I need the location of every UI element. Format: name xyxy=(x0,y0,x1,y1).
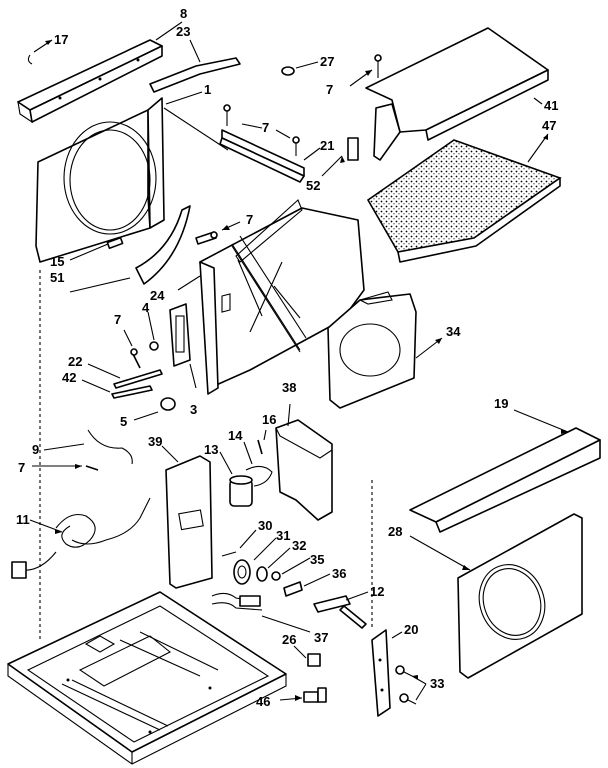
part-33-screws xyxy=(395,665,427,705)
part-36-clip xyxy=(283,573,331,597)
label-17: 17 xyxy=(54,32,68,47)
part-3-control-bracket xyxy=(169,303,197,389)
label-8: 8 xyxy=(180,6,187,21)
part-24-main-housing xyxy=(177,199,365,395)
label-23: 23 xyxy=(176,24,190,39)
label-4: 4 xyxy=(142,300,150,315)
part-35-nut xyxy=(271,557,311,581)
part-1-fan-shroud xyxy=(35,91,229,263)
arrowheads xyxy=(55,70,568,701)
label-31: 31 xyxy=(276,528,290,543)
part-34-blower-scroll xyxy=(327,291,443,409)
label-9: 9 xyxy=(32,442,39,457)
part-41-top-cover xyxy=(349,27,549,161)
label-15: 15 xyxy=(50,254,64,269)
label-7a: 7 xyxy=(326,82,333,97)
part-42-rod xyxy=(81,379,153,399)
label-34: 34 xyxy=(446,324,461,339)
label-30: 30 xyxy=(258,518,272,533)
part-21-bracket xyxy=(219,104,321,183)
part-39-control-board xyxy=(161,445,213,589)
label-12: 12 xyxy=(370,584,384,599)
part-47-air-filter xyxy=(366,133,562,263)
part-51-brace xyxy=(69,205,191,293)
part-26-relay xyxy=(293,645,321,667)
label-26: 26 xyxy=(282,632,296,647)
label-41: 41 xyxy=(544,98,558,113)
label-11: 11 xyxy=(16,512,30,527)
label-5: 5 xyxy=(120,414,127,429)
part-5-clamp xyxy=(133,397,176,421)
part-14-strap xyxy=(243,441,273,487)
part-4-knob xyxy=(147,311,159,351)
part-27-plug xyxy=(281,61,319,76)
label-52: 52 xyxy=(306,178,320,193)
label-14: 14 xyxy=(228,428,243,443)
label-21: 21 xyxy=(320,138,334,153)
part-22-rod xyxy=(87,363,163,389)
part-9-wire xyxy=(43,429,133,465)
label-1: 1 xyxy=(204,82,211,97)
base-pan xyxy=(7,591,287,765)
label-24: 24 xyxy=(150,288,165,303)
part-13-capacitor xyxy=(219,451,253,507)
part-7-screw-a xyxy=(195,221,241,245)
label-19: 19 xyxy=(494,396,508,411)
label-35: 35 xyxy=(310,552,324,567)
label-27: 27 xyxy=(320,54,334,69)
label-28: 28 xyxy=(388,524,402,539)
part-7-screw-e xyxy=(32,465,99,471)
part-7-screw-d xyxy=(123,329,141,369)
part-12-tube xyxy=(313,591,369,629)
label-51: 51 xyxy=(50,270,64,285)
part-37-harness xyxy=(211,592,311,633)
label-20: 20 xyxy=(404,622,418,637)
label-38: 38 xyxy=(282,380,296,395)
callout-labels: 17 8 23 27 7 1 41 47 7 21 52 7 15 51 24 … xyxy=(16,6,558,709)
dashed-guides xyxy=(39,270,373,640)
label-42: 42 xyxy=(62,370,76,385)
label-7e: 7 xyxy=(18,460,25,475)
label-36: 36 xyxy=(332,566,346,581)
label-7b: 7 xyxy=(262,120,269,135)
part-30-shaft xyxy=(221,529,257,557)
label-3: 3 xyxy=(190,402,197,417)
part-46-connector xyxy=(279,687,327,703)
part-38-control-panel xyxy=(275,403,333,521)
part-31-fan-hub xyxy=(233,537,277,585)
part-16-screw xyxy=(257,429,267,455)
part-19-top-panel xyxy=(409,409,601,533)
label-22: 22 xyxy=(68,354,82,369)
label-37: 37 xyxy=(314,630,328,645)
part-20-side-bracket xyxy=(371,629,403,717)
label-7c: 7 xyxy=(246,212,253,227)
label-33: 33 xyxy=(430,676,444,691)
label-39: 39 xyxy=(148,434,162,449)
label-13: 13 xyxy=(204,442,218,457)
label-7d: 7 xyxy=(114,312,121,327)
part-23-seal-strip xyxy=(149,39,241,93)
label-16: 16 xyxy=(262,412,276,427)
label-47: 47 xyxy=(542,118,556,133)
part-8-top-rail xyxy=(17,21,183,124)
label-32: 32 xyxy=(292,538,306,553)
label-46: 46 xyxy=(256,694,270,709)
part-28-rear-panel xyxy=(409,513,583,679)
part-17-clip xyxy=(27,39,53,65)
part-11-power-cord xyxy=(11,497,151,579)
part-52-block xyxy=(321,137,359,177)
part-32-washer xyxy=(256,547,291,582)
